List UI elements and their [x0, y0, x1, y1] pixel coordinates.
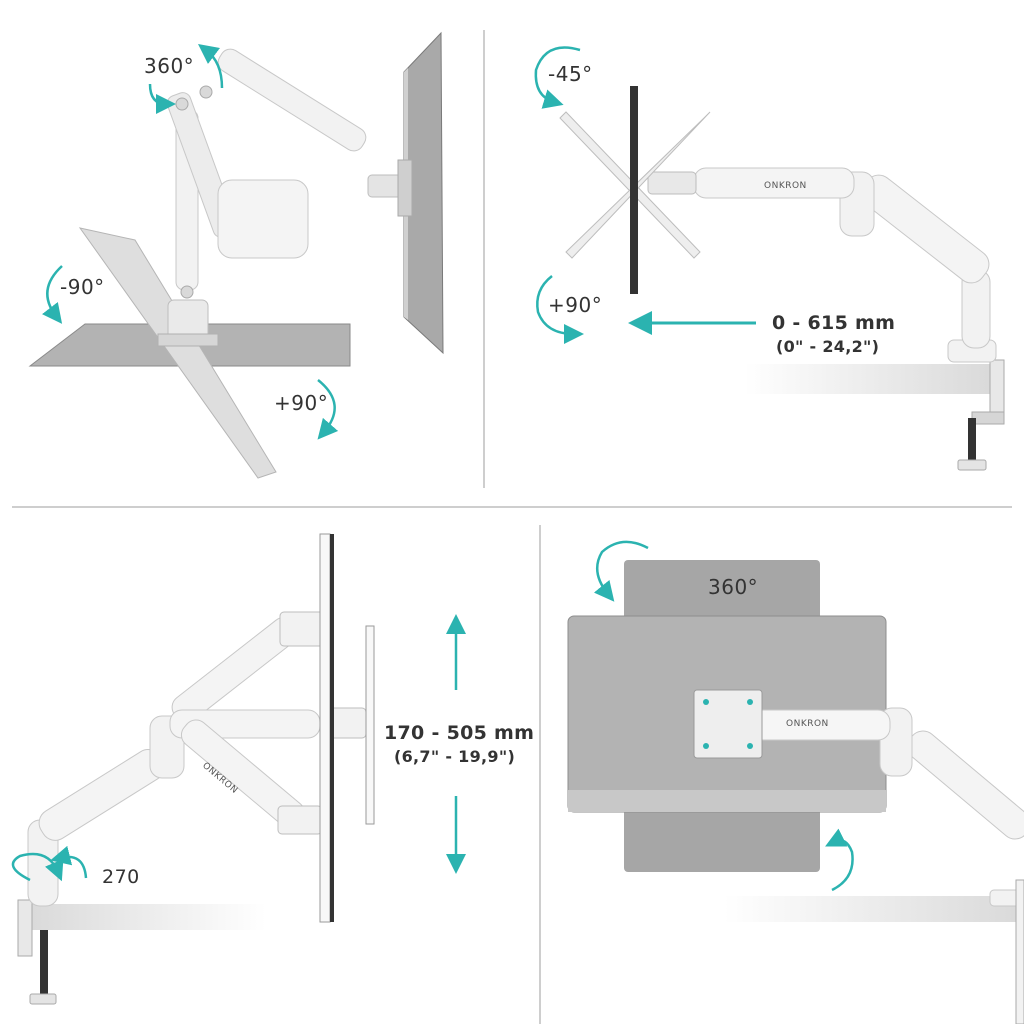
desk: [745, 364, 995, 394]
rotation-label: 360°: [708, 575, 759, 599]
tilt-forward-label: +90°: [548, 293, 603, 317]
base-swivel-arrow-icon-2: [50, 845, 88, 879]
tilt-forward-arrow-icon: [536, 275, 584, 344]
rotation-arrow-icon-2: [825, 828, 854, 892]
swivel-label: 360°: [144, 54, 195, 78]
rotation-arrow-icon: [593, 540, 649, 602]
reach-label-inch: (0" - 24,2"): [776, 337, 880, 356]
monitor-high: [319, 533, 331, 923]
desk-2: [26, 904, 266, 930]
tilt-down-label: -90°: [60, 275, 105, 299]
swivel-arrow-icon: [148, 83, 176, 114]
desk-3: [724, 896, 1024, 922]
tilt-down-arrow-icon: [41, 265, 63, 324]
panel-tilt-illustration: [28, 31, 444, 479]
monitor-mid: [365, 625, 375, 825]
tilt-up-arrow-icon: [317, 379, 339, 440]
panel-extension-illustration: ONKRON: [534, 46, 1005, 471]
swivel-arrow-icon-2: [198, 43, 224, 89]
tilt-back-label: -45°: [548, 62, 593, 86]
tilt-back-arrow-icon: [534, 46, 581, 109]
monitor-side-view: [630, 86, 638, 294]
reach-label: 0 - 615 mm: [772, 312, 896, 334]
brand-logo-extension: ONKRON: [764, 181, 807, 191]
quadrant-dividers: [12, 30, 1012, 1024]
height-label-inch: (6,7" - 19,9"): [394, 747, 516, 766]
brand-logo-rotation: ONKRON: [786, 719, 829, 729]
vesa-plate: [693, 689, 763, 759]
panel-rotation-illustration: ONKRON: [567, 540, 1024, 1024]
monitor-tilted: [78, 227, 277, 479]
panel-height-illustration: ONKRON: [11, 533, 466, 1005]
height-label: 170 - 505 mm: [384, 722, 535, 744]
base-swivel-label: 270: [102, 866, 140, 888]
tilt-up-label: +90°: [274, 391, 329, 415]
